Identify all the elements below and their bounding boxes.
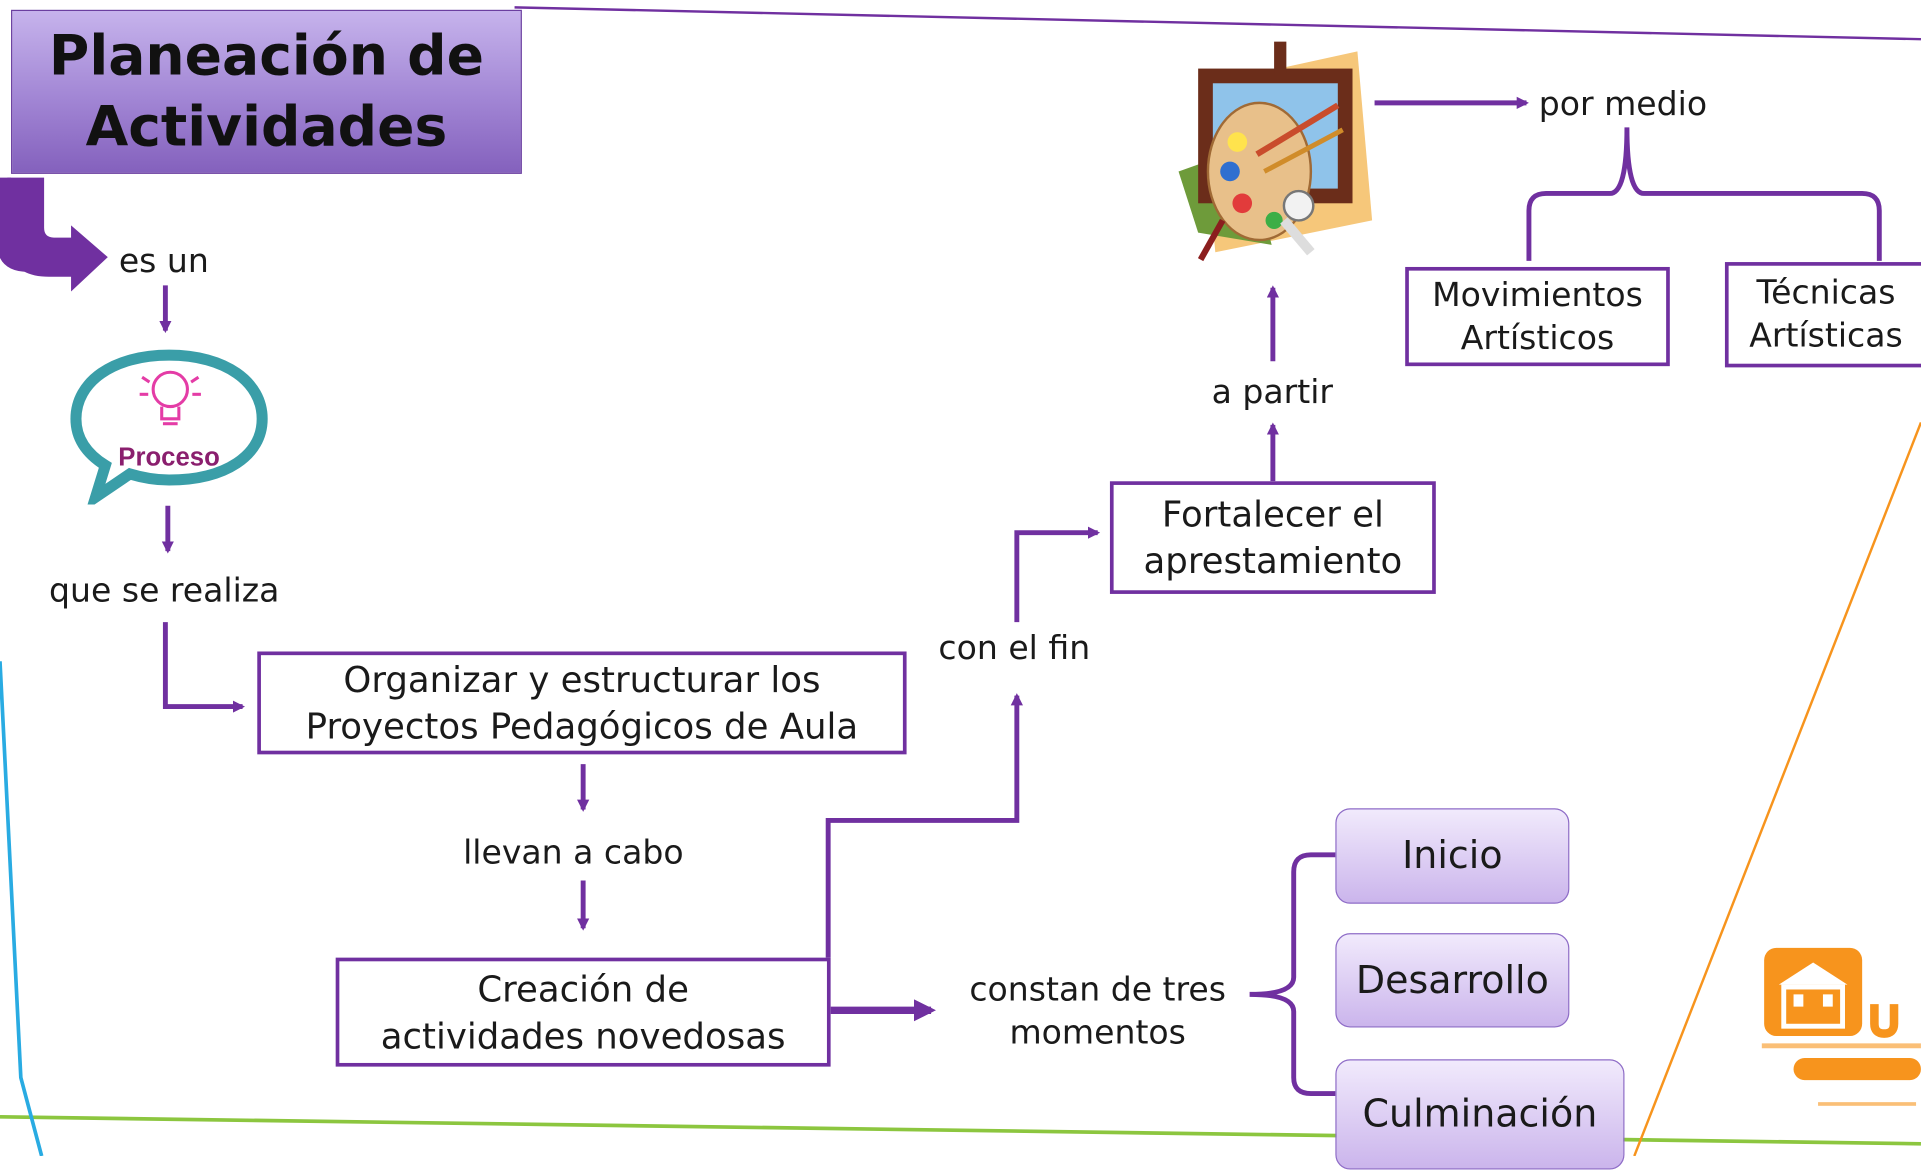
title-line-1: Planeación de <box>48 23 485 89</box>
box-tecnicas-artisticas: Técnicas Artísticas <box>1724 262 1921 368</box>
title-line-2: Actividades <box>85 94 448 160</box>
box-movimientos-artisticos: Movimientos Artísticos <box>1405 266 1670 367</box>
box-creacion-line-2: actividades novedosas <box>380 1014 786 1057</box>
proceso-bulb-icon: Proceso <box>69 345 270 511</box>
box-fortalecer-line-2: aprestamiento <box>1143 540 1403 582</box>
box-organizar-line-2: Proyectos Pedagógicos de Aula <box>305 705 859 748</box>
proceso-icon-text: Proceso <box>118 443 220 471</box>
label-con-el-fin: con el fin <box>938 629 1091 668</box>
box-movimientos-line-1: Movimientos <box>1432 276 1643 315</box>
box-movimientos-line-2: Artísticos <box>1460 319 1615 357</box>
constan-line-1: constan de tres <box>969 971 1226 1010</box>
art-palette-icon <box>1174 37 1380 272</box>
university-logo <box>1761 943 1921 1127</box>
box-fortalecer-aprestamiento: Fortalecer el aprestamiento <box>1109 481 1436 594</box>
box-organizar-line-1: Organizar y estructurar los <box>343 658 821 701</box>
label-constan-de-tres-momentos: constan de tres momentos <box>958 969 1237 1055</box>
moment-culminacion: Culminación <box>1335 1059 1625 1170</box>
moment-desarrollo: Desarrollo <box>1335 933 1570 1028</box>
label-por-medio: por medio <box>1538 85 1708 124</box>
label-que-se-realiza: que se realiza <box>49 571 280 610</box>
box-creacion-line-1: Creación de <box>477 968 689 1010</box>
label-a-partir: a partir <box>1211 373 1334 412</box>
box-fortalecer-line-1: Fortalecer el <box>1161 493 1384 536</box>
label-es-un: es un <box>118 242 209 281</box>
moment-inicio: Inicio <box>1335 808 1570 904</box>
box-creacion-actividades: Creación de actividades novedosas <box>335 957 831 1067</box>
label-llevan-a-cabo: llevan a cabo <box>463 833 684 872</box>
box-tecnicas-line-2: Artísticas <box>1749 317 1903 356</box>
box-organizar-proyectos: Organizar y estructurar los Proyectos Pe… <box>257 651 907 755</box>
constan-line-2: momentos <box>1009 1013 1186 1052</box>
diagram-title: Planeación de Actividades <box>11 9 522 174</box>
box-tecnicas-line-1: Técnicas <box>1756 274 1896 313</box>
